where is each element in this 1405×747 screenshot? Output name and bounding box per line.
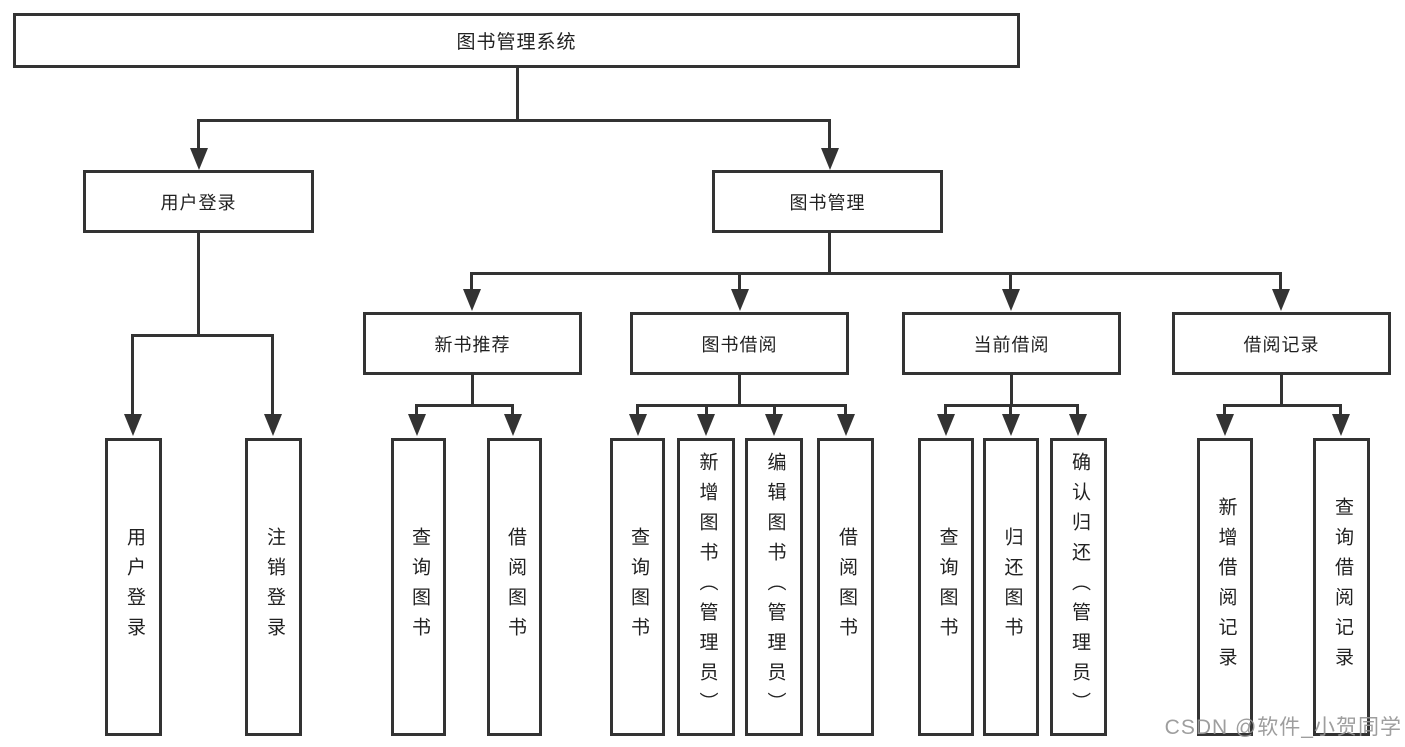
connector-line xyxy=(415,404,514,407)
node-current-borrow-label: 当前借阅 xyxy=(973,334,1050,355)
arrowhead-down-icon xyxy=(124,414,142,436)
node-book-management-label: 图书管理 xyxy=(789,192,866,213)
arrowhead-down-icon xyxy=(731,289,749,311)
connector-line xyxy=(828,233,831,275)
connector-line xyxy=(1009,404,1012,417)
arrowhead-down-icon xyxy=(765,414,783,436)
connector-line xyxy=(131,334,274,337)
arrowhead-down-icon xyxy=(1069,414,1087,436)
connector-line xyxy=(1223,404,1342,407)
leaf-add-borrow-record: 新增借阅记录 xyxy=(1197,438,1253,736)
connector-line xyxy=(511,404,514,417)
root-node-label: 图书管理系统 xyxy=(456,32,577,53)
connector-line xyxy=(636,404,639,417)
arrowhead-down-icon xyxy=(1272,289,1290,311)
arrowhead-down-icon xyxy=(697,414,715,436)
connector-line xyxy=(1279,272,1282,291)
arrowhead-down-icon xyxy=(504,414,522,436)
connector-line xyxy=(1076,404,1079,417)
leaf-edit-books-admin-label: 编辑图书（管理员） xyxy=(764,452,786,722)
arrowhead-down-icon xyxy=(821,148,839,170)
connector-line xyxy=(1010,375,1013,407)
connector-line xyxy=(705,404,708,417)
connector-line xyxy=(271,334,274,416)
arrowhead-down-icon xyxy=(629,414,647,436)
connector-line xyxy=(197,119,200,150)
node-book-borrow-label: 图书借阅 xyxy=(701,334,778,355)
arrowhead-down-icon xyxy=(1332,414,1350,436)
arrowhead-down-icon xyxy=(463,289,481,311)
leaf-query-books-new-label: 查询图书 xyxy=(408,527,430,647)
connector-line xyxy=(1223,404,1226,417)
leaf-logout: 注销登录 xyxy=(245,438,302,736)
leaf-query-borrow-record-label: 查询借阅记录 xyxy=(1331,497,1353,677)
connector-line xyxy=(944,404,947,417)
leaf-confirm-return-admin: 确认归还（管理员） xyxy=(1050,438,1107,736)
arrowhead-down-icon xyxy=(837,414,855,436)
node-new-book-recommend: 新书推荐 xyxy=(363,312,582,375)
connector-line xyxy=(773,404,776,417)
connector-line xyxy=(828,119,831,150)
arrowhead-down-icon xyxy=(190,148,208,170)
leaf-edit-books-admin: 编辑图书（管理员） xyxy=(745,438,803,736)
leaf-logout-label: 注销登录 xyxy=(263,527,285,647)
node-borrow-records-label: 借阅记录 xyxy=(1243,334,1320,355)
leaf-query-borrow-record: 查询借阅记录 xyxy=(1313,438,1370,736)
connector-line xyxy=(471,375,474,407)
connector-line xyxy=(844,404,847,417)
leaf-user-login: 用户登录 xyxy=(105,438,162,736)
node-user-login-label: 用户登录 xyxy=(160,192,237,213)
leaf-return-books: 归还图书 xyxy=(983,438,1039,736)
root-node-library-system: 图书管理系统 xyxy=(13,13,1020,68)
leaf-confirm-return-admin-label: 确认归还（管理员） xyxy=(1068,452,1090,722)
leaf-borrow-books-label: 借阅图书 xyxy=(835,527,857,647)
leaf-query-books-borrow: 查询图书 xyxy=(610,438,665,736)
leaf-borrow-books: 借阅图书 xyxy=(817,438,874,736)
node-book-borrow: 图书借阅 xyxy=(630,312,849,375)
leaf-add-books-admin-label: 新增图书（管理员） xyxy=(696,452,718,722)
connector-line xyxy=(470,272,1282,275)
leaf-user-login-label: 用户登录 xyxy=(123,527,145,647)
leaf-query-books-current: 查询图书 xyxy=(918,438,974,736)
node-borrow-records: 借阅记录 xyxy=(1172,312,1391,375)
connector-line xyxy=(197,119,831,122)
leaf-return-books-label: 归还图书 xyxy=(1001,527,1023,647)
leaf-add-borrow-record-label: 新增借阅记录 xyxy=(1215,497,1237,677)
arrowhead-down-icon xyxy=(1002,289,1020,311)
node-user-login: 用户登录 xyxy=(83,170,314,233)
connector-line xyxy=(1339,404,1342,417)
arrowhead-down-icon xyxy=(1216,414,1234,436)
node-new-book-recommend-label: 新书推荐 xyxy=(434,334,511,355)
connector-line xyxy=(636,404,847,407)
connector-line xyxy=(1280,375,1283,407)
arrowhead-down-icon xyxy=(937,414,955,436)
connector-line xyxy=(470,272,473,291)
leaf-query-books-new: 查询图书 xyxy=(391,438,446,736)
arrowhead-down-icon xyxy=(264,414,282,436)
connector-line xyxy=(197,233,200,337)
leaf-query-books-current-label: 查询图书 xyxy=(936,527,958,647)
connector-line xyxy=(738,272,741,291)
leaf-borrow-books-new: 借阅图书 xyxy=(487,438,542,736)
connector-line xyxy=(1009,272,1012,291)
connector-line xyxy=(516,68,519,122)
leaf-add-books-admin: 新增图书（管理员） xyxy=(677,438,735,736)
leaf-query-books-borrow-label: 查询图书 xyxy=(627,527,649,647)
node-book-management: 图书管理 xyxy=(712,170,943,233)
arrowhead-down-icon xyxy=(1002,414,1020,436)
arrowhead-down-icon xyxy=(408,414,426,436)
connector-line xyxy=(131,334,134,416)
leaf-borrow-books-new-label: 借阅图书 xyxy=(504,527,526,647)
connector-line xyxy=(415,404,418,417)
connector-line xyxy=(738,375,741,407)
node-current-borrow: 当前借阅 xyxy=(902,312,1121,375)
csdn-watermark: CSDN @软件_小贺同学 xyxy=(1164,716,1402,739)
